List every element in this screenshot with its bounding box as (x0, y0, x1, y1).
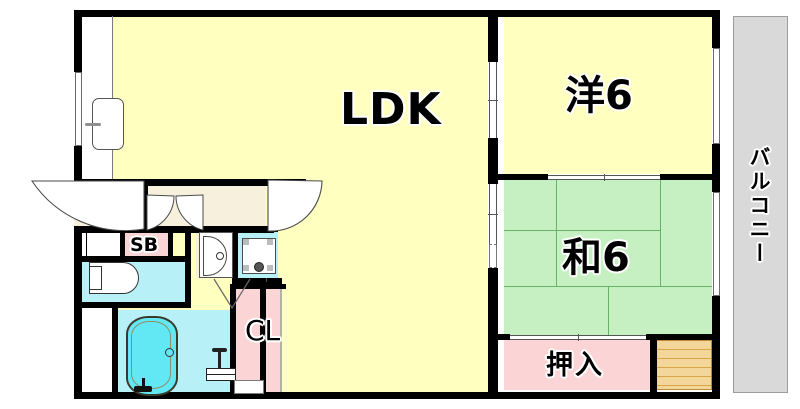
toilet-tank (89, 266, 102, 290)
entry-double-door[interactable] (146, 194, 204, 232)
interior-wall-central-low (488, 268, 498, 399)
sliding-door-to-yoshitsu[interactable] (488, 62, 498, 138)
bathtub-drain-icon (165, 348, 174, 357)
tatami-line (504, 230, 556, 231)
interior-wall-oshiire-top (496, 334, 510, 340)
bathtub-faucet (142, 378, 145, 392)
divider-sb-right (168, 230, 173, 258)
interior-wall-ldk-right-stub (488, 10, 498, 18)
room-closet-fill (236, 288, 282, 392)
tatami-line (660, 230, 661, 286)
washing-machine-drain-icon (254, 262, 264, 272)
divider-oshiire-stairs (650, 334, 657, 398)
exterior-wall-top-right (498, 10, 720, 17)
shower-mixer-bar2 (206, 374, 236, 381)
exterior-wall-bottom-right (496, 392, 720, 399)
interior-wall-between-rooms (496, 174, 548, 180)
bathtub-tap (134, 386, 152, 392)
label-balcony: バルコニー (747, 146, 771, 266)
fusuma-oshiire[interactable] (510, 334, 646, 341)
kitchen-faucet (85, 123, 101, 126)
closet-wall-left (230, 284, 236, 394)
exterior-wall-bottom-left (74, 392, 274, 399)
label-oshiire: 押入 (546, 350, 604, 381)
toilet-wall-right (185, 230, 191, 308)
shoebox-fill (124, 232, 170, 258)
exterior-wall-left-upper (74, 10, 82, 72)
bath-ledge (234, 380, 264, 394)
interior-wall-genkan-bottom (74, 226, 274, 233)
label-shoebox: SB (130, 234, 159, 256)
tatami-line (556, 230, 557, 286)
label-closet: CL (245, 314, 281, 347)
kitchen-counter-area (82, 16, 112, 179)
tatami-line (556, 230, 660, 231)
interior-wall-sb-bottom (74, 256, 189, 262)
window-yoshitsu-balcony (713, 48, 720, 144)
washing-machine-foot (243, 265, 249, 271)
divider-sb (120, 230, 125, 258)
bath-wall-right (260, 278, 266, 398)
interior-wall-between-rooms-right (660, 174, 720, 180)
washing-machine-foot (267, 265, 273, 271)
laundry-wall-left (232, 226, 238, 284)
washing-machine-foot (243, 239, 249, 245)
interior-wall-central-top (488, 10, 498, 62)
washing-machine-foot (267, 239, 273, 245)
closet-rod (280, 289, 282, 392)
tatami-line (660, 180, 661, 230)
bath-wall-left (112, 302, 118, 398)
balcony-area (733, 16, 788, 393)
entrance-wall-top (144, 179, 148, 230)
exterior-wall-right-top (712, 10, 720, 48)
exterior-wall-left-lower (74, 146, 82, 192)
kitchen-partition (112, 16, 113, 179)
room-yoshitsu-fill (504, 16, 712, 174)
toilet-wall-bottom (74, 302, 191, 308)
sliding-door-between-rooms[interactable] (548, 174, 660, 181)
shower-head-icon (212, 348, 227, 352)
label-yoshitsu: 洋6 (565, 73, 633, 119)
kitchen-window (75, 72, 82, 146)
label-washitsu: 和6 (562, 235, 630, 281)
window-washitsu-balcony (713, 192, 720, 296)
tatami-line (556, 180, 557, 230)
exterior-wall-bottom-mid (268, 392, 500, 399)
washbasin-drain-icon (216, 252, 224, 260)
shower-mixer (218, 352, 221, 372)
storage-left-of-bath (82, 308, 114, 392)
laundry-wall-bottom (232, 278, 282, 284)
laundry-wall-top (232, 226, 278, 232)
exterior-wall-right-low (712, 296, 720, 398)
exterior-wall-left-corridor (74, 226, 82, 398)
fusuma-panel[interactable] (489, 244, 497, 268)
interior-wall-oshiire-top-right (646, 334, 720, 340)
sliding-door-to-washitsu[interactable] (488, 184, 498, 244)
tatami-line (608, 286, 609, 337)
interior-wall-central-mid (488, 138, 498, 184)
interior-wall-kitchen-bottom (74, 179, 264, 186)
exterior-wall-right-mid (712, 144, 720, 192)
closet-wall-top (230, 284, 286, 289)
label-ldk: LDK (340, 84, 442, 135)
stair-or-shelf (656, 340, 712, 390)
exterior-wall-top (82, 10, 500, 17)
entrance-door[interactable] (14, 179, 146, 231)
bath-door[interactable] (212, 278, 252, 312)
entry-cabinet (86, 232, 122, 258)
room-oshiire-fill (504, 340, 650, 390)
ldk-door[interactable] (266, 179, 324, 233)
